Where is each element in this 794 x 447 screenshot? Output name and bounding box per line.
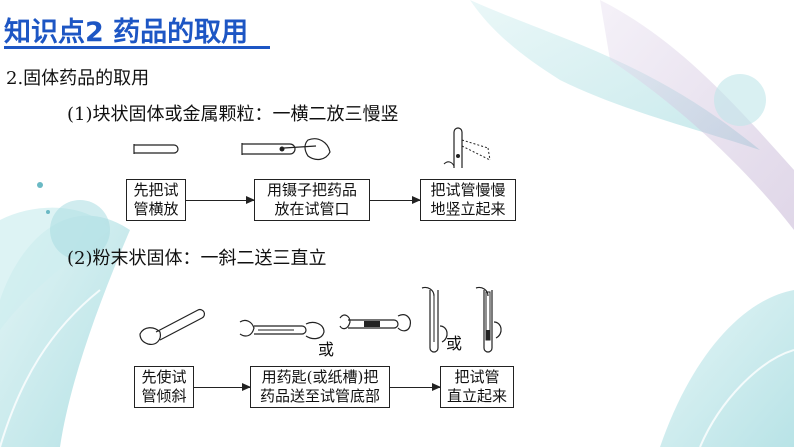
- or-label: 或: [446, 334, 463, 353]
- step3-box: 把试管直立起来: [440, 366, 514, 408]
- flow-arrow: [370, 196, 421, 204]
- part2-heading: (2)粉末状固体：一斜二送三直立: [67, 248, 327, 269]
- tube-upright-icon: [443, 127, 491, 168]
- or-label: 或: [318, 340, 335, 359]
- flow-arrow: [194, 383, 251, 391]
- step2-box: 用药匙(或纸槽)把药品送至试管底部: [250, 366, 390, 408]
- step-text: 放在试管口: [274, 200, 350, 218]
- step-text: 先把试: [133, 181, 179, 199]
- tube-tilted-hand-icon: [139, 308, 206, 345]
- step-text: 药品送至试管底部: [259, 387, 380, 405]
- part1-heading: (1)块状固体或金属颗粒：一横二放三慢竖: [67, 104, 399, 125]
- step3-box: 把试管慢慢地竖立起来: [420, 179, 516, 221]
- tube-upright-trough-icon: [475, 286, 502, 353]
- step2-box: 用镊子把药品放在试管口: [254, 179, 370, 221]
- paper-trough-icon: [339, 314, 411, 332]
- test-tube-icon: [133, 144, 179, 154]
- step-text: 把试管慢慢: [430, 181, 506, 199]
- step-text: 用镊子把药品: [266, 181, 357, 199]
- step-text: 管倾斜: [141, 387, 187, 405]
- spoon-hand-icon: [239, 319, 325, 340]
- step-text: 直立起来: [446, 387, 507, 405]
- step1-box: 先把试管横放: [126, 179, 186, 221]
- step-text: 管横放: [133, 200, 179, 218]
- step-text: 先使试: [141, 368, 187, 386]
- page-title: 知识点2 药品的取用: [4, 17, 249, 48]
- step-text: 把试管: [454, 368, 500, 386]
- step1-box: 先使试管倾斜: [134, 366, 194, 408]
- tweezers-hand-icon: [241, 138, 331, 161]
- tube-upright-spoon-icon: [421, 286, 448, 353]
- step-text: 地竖立起来: [430, 200, 506, 218]
- section-heading: 2.固体药品的取用: [6, 68, 150, 89]
- flow-arrow: [186, 196, 255, 204]
- flow-arrow: [390, 383, 441, 391]
- step-text: 用药匙(或纸槽)把: [261, 368, 379, 386]
- title-underline: [4, 46, 270, 49]
